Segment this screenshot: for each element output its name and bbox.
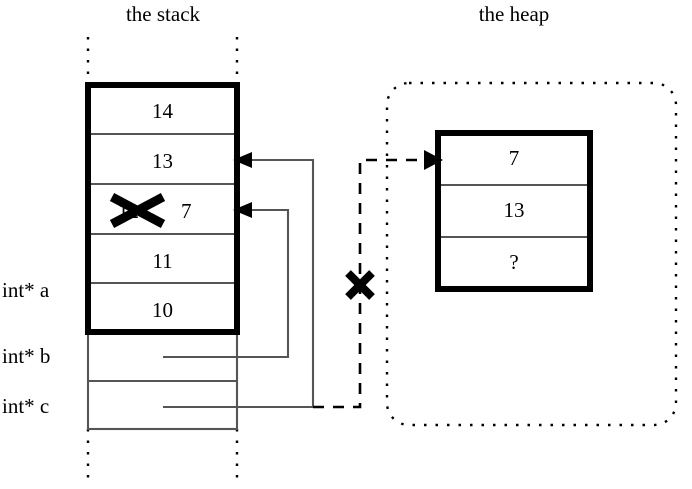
heap-cell-value-2: ?: [509, 250, 519, 274]
pointer-c-arrowhead: [233, 152, 252, 168]
heap-pointer-dashed: [313, 158, 424, 409]
heap-cell-value-1: 13: [503, 198, 525, 222]
pointer-b-arrowhead: [233, 202, 252, 218]
pointer-c-line: [163, 158, 315, 409]
stack-cell-value-0: 14: [152, 99, 173, 123]
stack-cell-value-3: 11: [152, 249, 173, 273]
pointer-b-line: [163, 208, 290, 359]
cross-out-heap-pointer-icon: [345, 270, 375, 300]
stack-cell-value-1: 13: [152, 149, 173, 173]
var-label-b: int* b: [2, 344, 51, 368]
stack-title: the stack: [125, 2, 201, 26]
cross-out-stack-value-icon: [109, 193, 166, 228]
stack-cell-value-4: 10: [152, 298, 173, 322]
var-label-c: int* c: [2, 394, 50, 418]
heap-block-frame: [435, 130, 593, 292]
var-label-a: int* a: [2, 278, 50, 302]
heap-title: the heap: [478, 2, 550, 26]
stack-cell-value-2-old: 12: [118, 199, 139, 223]
heap-pointer-arrowhead: [424, 150, 443, 170]
heap-cell-value-0: 7: [508, 146, 520, 170]
stack-cell-value-2-new: 7: [181, 199, 192, 223]
